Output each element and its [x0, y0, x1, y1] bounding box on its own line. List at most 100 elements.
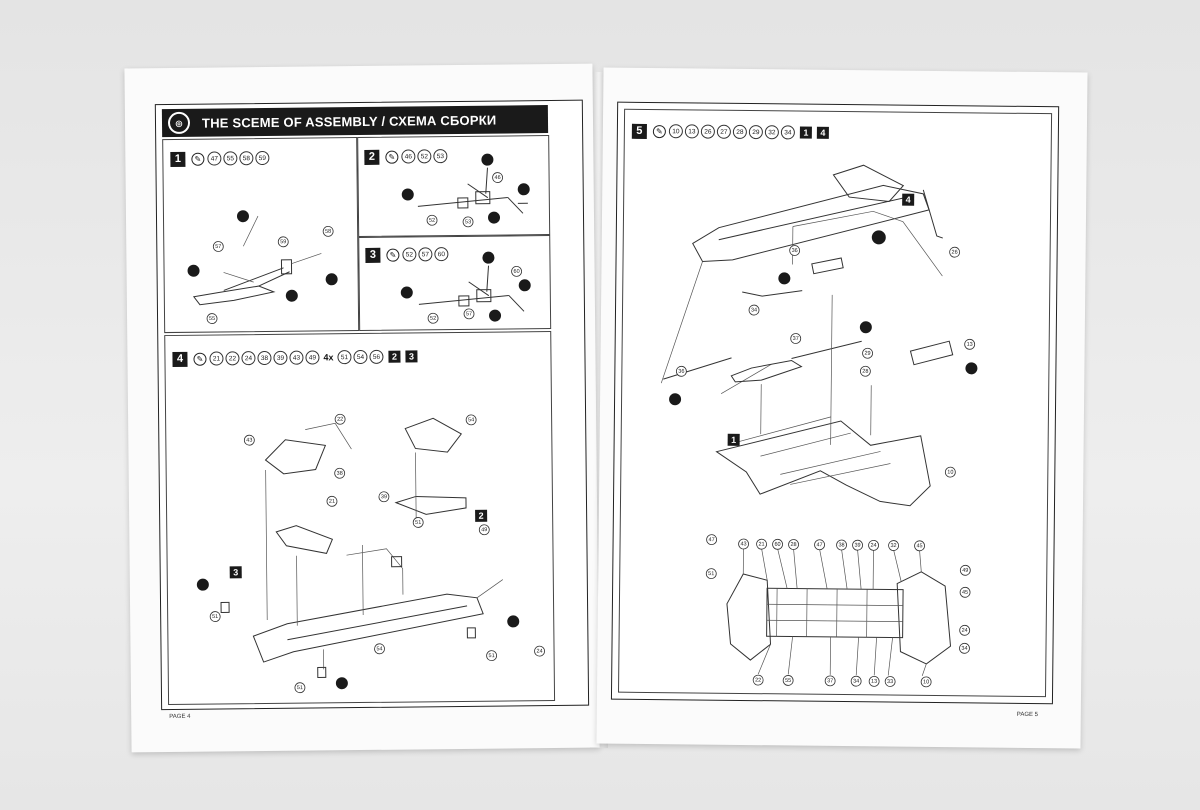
callout: 38 — [836, 539, 847, 551]
part-number: 34 — [780, 125, 795, 140]
left-frame: ◎ THE SCEME OF ASSEMBLY / СХЕМА СБОРКИ 1… — [154, 99, 590, 711]
svg-text:37: 37 — [793, 336, 799, 342]
callout: 10 — [920, 676, 932, 688]
svg-text:21: 21 — [758, 542, 764, 548]
callout: 51 — [209, 611, 221, 622]
glue-icon: ✎ — [193, 352, 207, 366]
part-number: 13 — [684, 124, 699, 139]
part-number: 51 — [337, 350, 352, 365]
svg-text:39: 39 — [854, 543, 860, 549]
svg-text:24: 24 — [870, 543, 876, 549]
subassembly-ref: 3 — [405, 350, 418, 363]
callout: 47 — [706, 534, 718, 546]
callout: 22 — [752, 674, 764, 686]
glue-point — [196, 578, 209, 591]
callout: 24 — [534, 645, 545, 657]
subassembly-ref: 1 — [727, 433, 740, 446]
callout: 21 — [326, 495, 338, 507]
svg-text:39: 39 — [381, 494, 387, 500]
callout: 55 — [782, 675, 794, 686]
svg-text:51: 51 — [489, 653, 495, 659]
callout: 58 — [322, 225, 334, 237]
callout: 28 — [859, 365, 871, 377]
svg-text:36: 36 — [678, 369, 684, 375]
callout: 53 — [462, 216, 474, 228]
svg-text:29: 29 — [864, 351, 870, 357]
part-number: 21 — [209, 351, 224, 366]
svg-text:57: 57 — [215, 244, 221, 250]
step-number: 5 — [631, 123, 647, 139]
part-number: 43 — [289, 350, 304, 365]
svg-text:49: 49 — [481, 527, 487, 533]
svg-text:60: 60 — [774, 542, 780, 548]
glue-point — [325, 273, 338, 286]
part-number: 54 — [353, 349, 368, 365]
subassembly-ref: 2 — [388, 350, 401, 363]
callout: 45 — [959, 586, 971, 598]
part-number: 56 — [369, 349, 384, 364]
part-number: 39 — [273, 350, 288, 365]
callout: 39 — [378, 491, 390, 503]
subassembly-ref: 4 — [816, 126, 829, 139]
svg-text:36: 36 — [792, 248, 798, 254]
callout: 51 — [294, 682, 306, 694]
step-1-diagram: 57 59 58 55 — [187, 210, 338, 324]
svg-text:52: 52 — [430, 316, 436, 322]
part-number: 47 — [207, 151, 222, 166]
glue-point — [518, 279, 531, 292]
callout: 43 — [243, 434, 255, 446]
callout: 51 — [705, 568, 717, 580]
glue-point — [481, 153, 494, 166]
svg-text:22: 22 — [337, 417, 343, 423]
part-number: 38 — [257, 350, 272, 366]
svg-text:51: 51 — [297, 685, 303, 691]
svg-text:57: 57 — [466, 311, 472, 317]
callout: 34 — [748, 304, 760, 316]
glue-point — [236, 210, 249, 223]
svg-text:51: 51 — [415, 520, 421, 526]
glue-point — [489, 309, 502, 322]
plan-view-diagram: 43 21 60 28 47 38 39 24 32 45 47 51 49 4… — [705, 534, 971, 688]
callout: 34 — [959, 642, 970, 654]
part-number: 58 — [239, 151, 254, 166]
callout: 37 — [790, 333, 802, 344]
callout: 24 — [868, 539, 879, 551]
svg-text:10: 10 — [947, 470, 953, 476]
glue-point — [488, 211, 501, 224]
callout: 52 — [427, 312, 439, 324]
part-number: 29 — [748, 125, 763, 140]
glue-point — [778, 272, 791, 285]
step-3-diagram: 52 57 60 — [400, 251, 531, 324]
svg-text:55: 55 — [785, 678, 791, 684]
svg-text:24: 24 — [962, 628, 968, 634]
svg-text:43: 43 — [246, 438, 252, 444]
step-number: 1 — [170, 151, 186, 167]
step-4-diagram: 43 22 54 38 39 21 24 49 51 51 54 51 51 — [196, 413, 545, 694]
header-title: THE SCEME OF ASSEMBLY / СХЕМА СБОРКИ — [201, 112, 497, 131]
svg-text:47: 47 — [709, 537, 715, 543]
callout: 36 — [675, 365, 687, 377]
part-number: 49 — [305, 350, 320, 365]
part-number: 59 — [255, 150, 270, 166]
svg-text:28: 28 — [790, 542, 796, 548]
part-number: 55 — [223, 151, 238, 166]
callout: 28 — [788, 539, 799, 550]
svg-text:22: 22 — [755, 678, 761, 684]
svg-text:10: 10 — [923, 679, 929, 685]
part-number: 27 — [716, 124, 731, 139]
callout: 13 — [868, 675, 880, 687]
callout: 43 — [738, 538, 749, 550]
glue-point — [335, 677, 348, 690]
glue-point — [401, 188, 414, 201]
page-number: PAGE 5 — [1016, 711, 1039, 719]
callout: 33 — [884, 676, 896, 687]
callout: 49 — [478, 524, 490, 536]
callout: 10 — [944, 466, 956, 478]
svg-text:13: 13 — [967, 342, 973, 348]
glue-point — [482, 251, 495, 264]
svg-text:38: 38 — [838, 542, 844, 548]
svg-text:55: 55 — [209, 316, 215, 322]
right-frame: 5 ✎ 10 13 26 27 28 29 32 34 1 4 — [610, 101, 1060, 705]
callout: 54 — [374, 643, 385, 655]
part-number: 32 — [764, 125, 779, 140]
